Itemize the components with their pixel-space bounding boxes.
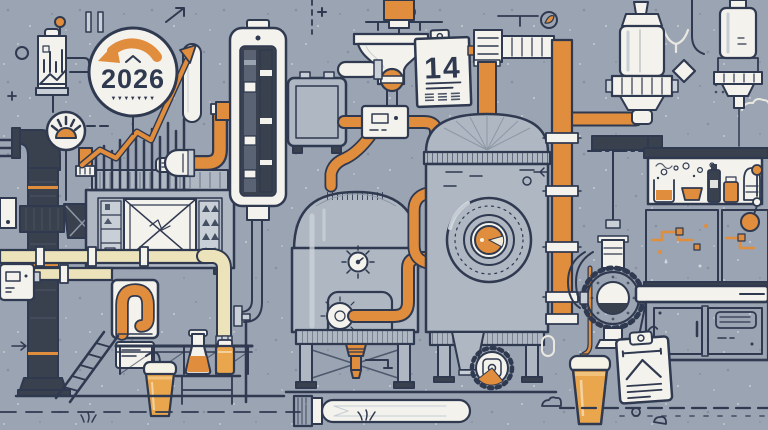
service-ladder [54, 330, 120, 404]
lab-glassware [653, 162, 761, 203]
new-year-2026-badge: 2026 ▼▼▼▼▼▼▼ [69, 26, 179, 135]
calendar-day-text: 14 [424, 51, 463, 85]
trend-arrowhead [179, 44, 197, 64]
floor-lines [0, 390, 768, 417]
sunrise-icon [45, 110, 110, 201]
lab-cabinet [591, 135, 768, 291]
cabinet-door-right [707, 307, 763, 355]
bullet-capsule [163, 148, 196, 178]
riser-pipe [542, 38, 644, 325]
pump-unit [110, 278, 160, 369]
orange-column [477, 61, 497, 121]
chart-document-icon [35, 16, 90, 113]
side-capsule-pipe [336, 60, 380, 79]
diamond-valve-icon [671, 58, 697, 84]
inspection-clipboard [614, 325, 674, 405]
node-dot-large [740, 212, 760, 232]
sample-jar [214, 335, 236, 376]
wall-panel [0, 197, 17, 229]
chevron-mark [625, 358, 662, 381]
beer-tumbler [568, 354, 612, 426]
tank-dial [341, 245, 375, 279]
gauge-left-stub [215, 101, 231, 121]
discharge-pipe [292, 394, 472, 428]
condenser-left [605, 1, 679, 125]
wall-calendar: 14 [413, 28, 473, 109]
badge-ticks: ▼▼▼▼▼▼▼ [110, 96, 155, 102]
cloud-glyph [741, 98, 768, 111]
level-gauge-column [215, 19, 303, 327]
capsule-glyph [541, 335, 555, 357]
gear-sight-valve [567, 219, 647, 362]
brew-kettle [407, 112, 552, 391]
bushes-and-tufts [80, 396, 667, 425]
porthole-window [445, 196, 533, 284]
node-dot-small [751, 164, 763, 176]
growth-trend-chart [78, 43, 230, 192]
flask-shelf [174, 374, 242, 405]
heat-exchanger [286, 71, 348, 154]
beer-pint [142, 351, 178, 418]
erlenmeyer-flask [184, 329, 212, 376]
control-box [360, 104, 410, 140]
wire-node [54, 16, 66, 28]
top-left-columns-icon [15, 11, 104, 60]
drawer-tray [115, 341, 155, 369]
trend-line [79, 51, 193, 168]
floor-control-box [0, 262, 41, 302]
burner-unit [469, 345, 515, 391]
badge-year-text: 2026 [101, 64, 165, 94]
condenser-right [713, 0, 763, 147]
mash-tank [290, 190, 441, 389]
tank-tap [345, 343, 393, 379]
